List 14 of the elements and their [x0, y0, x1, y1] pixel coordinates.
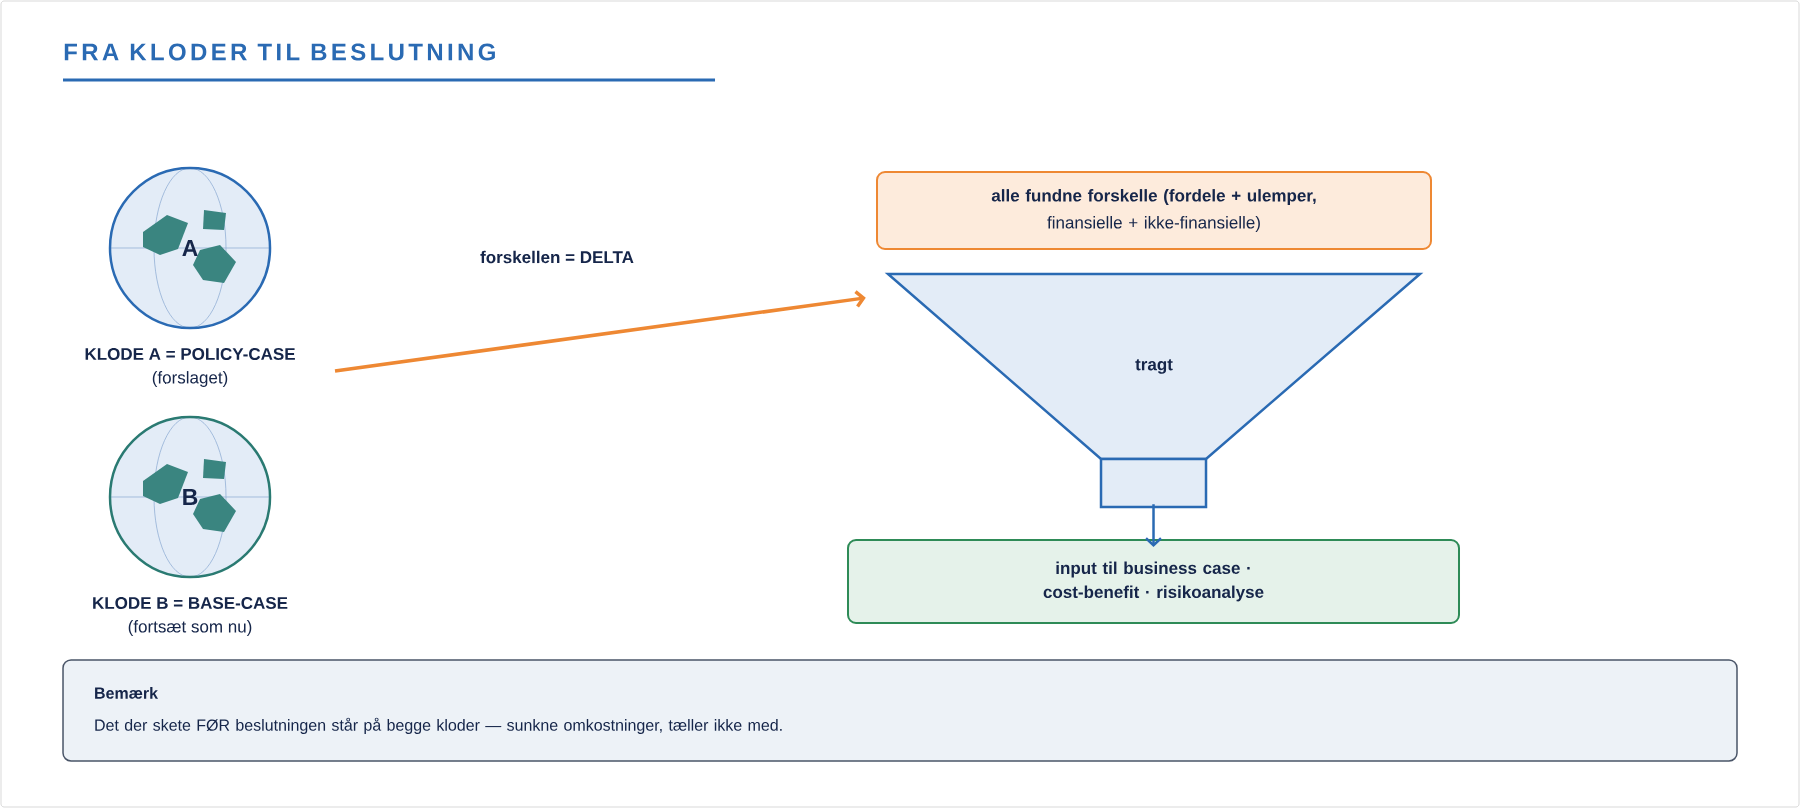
- arrow: [334, 290, 866, 373]
- globe-label: (forslaget): [152, 371, 228, 387]
- edge-label: forskellen = DELTA: [478, 248, 636, 266]
- title: FRA KLODER TIL BESLUTNING: [64, 43, 495, 61]
- note-box: Bemærk Det der skete FØR beslutningen står på begge kloder — sunkne omkostninger, tæller ikke med.: [62, 659, 1738, 762]
- arrow: [1145, 504, 1162, 547]
- globe-label-heading: KLODE A = POLICY-CASE: [85, 348, 295, 360]
- text-box: input til business case · cost-benefit · risikoanalyse: [847, 539, 1460, 624]
- text-box: alle fundne forskelle (fordele + ulemper, finansielle + ikke-finansielle): [876, 171, 1432, 250]
- funnel-spout: [1099, 457, 1208, 509]
- globe: A: [108, 166, 272, 330]
- globe-label: (fortsæt som nu): [128, 620, 252, 636]
- globe: B: [108, 415, 272, 579]
- globe-label-heading: KLODE B = BASE-CASE: [93, 597, 288, 609]
